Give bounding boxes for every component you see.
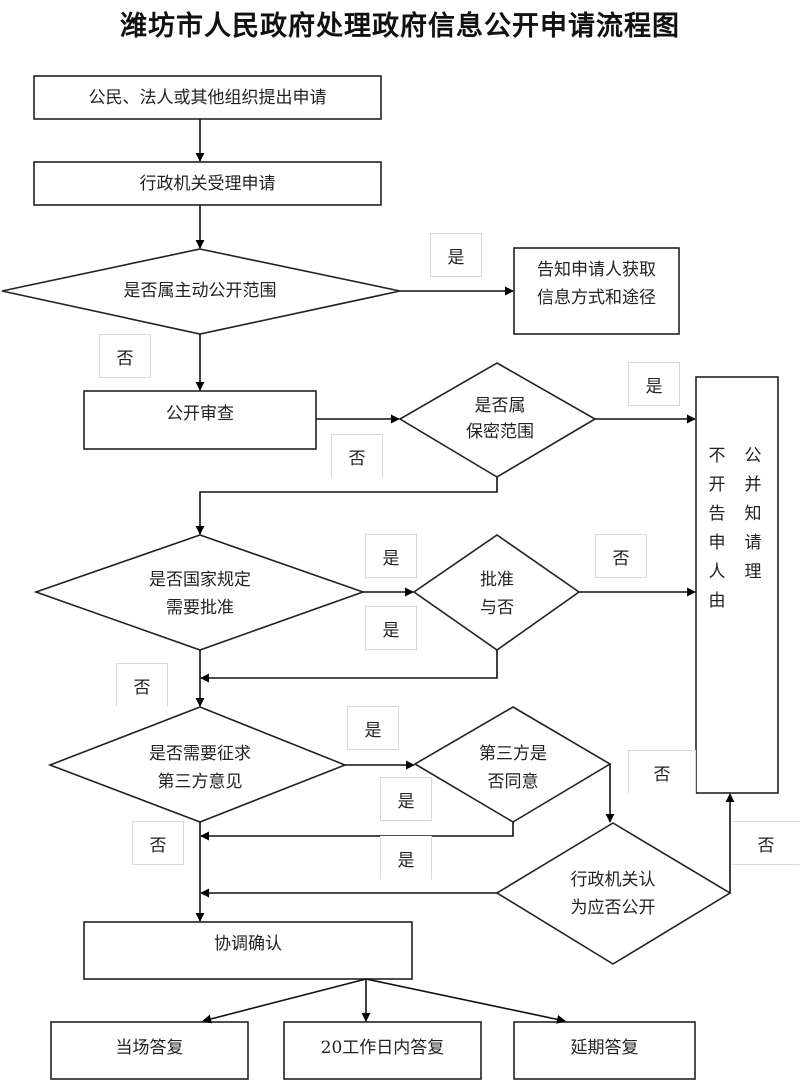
approved-label-line2: 与否: [480, 598, 514, 618]
inform-method-label-line1: 告知申请人获取: [537, 260, 656, 280]
edge-label-agree-yes: 是: [380, 777, 432, 821]
secret-scope-label-line1: 是否属: [474, 396, 526, 416]
refuse-char: 请: [744, 533, 762, 553]
edge-label-secret-yes: 是: [628, 362, 680, 406]
reply-now-label: 当场答复: [115, 1038, 184, 1058]
edge-label-agency-no: 否: [732, 821, 800, 865]
reply-now-box: [50, 1021, 249, 1080]
third-party-agree-label-line2: 否同意: [487, 772, 539, 792]
refuse-char: 由: [708, 591, 726, 611]
accept-label: 行政机关受理申请: [139, 174, 276, 194]
edge-label-agency-yes: 是: [380, 836, 432, 880]
refuse-char: 理: [744, 562, 762, 582]
agency-decide-diamond: [495, 822, 732, 965]
arrow-coordinate-reply-delay: [365, 978, 566, 1024]
reply-20days-label: 20工作日内答复: [320, 1038, 445, 1058]
edge-label-approval-no: 否: [116, 663, 168, 707]
need-approval-label-line2: 需要批准: [166, 598, 234, 618]
refuse-char: 知: [744, 504, 762, 524]
review-label: 公开审查: [166, 404, 234, 424]
coordinate-box: [83, 921, 413, 980]
refuse-char: 并: [744, 475, 762, 495]
refuse-char: 申: [708, 533, 726, 553]
coordinate-label: 协调确认: [214, 934, 282, 954]
arrow-secret-need-approval: [195, 477, 498, 535]
need-third-party-label-line1: 是否需要征求: [149, 744, 251, 764]
submit-label: 公民、法人或其他组织提出申请: [88, 88, 327, 108]
edge-label-third-party-no: 否: [132, 821, 184, 865]
reply-20days-box: [283, 1021, 482, 1080]
refuse-char: 告: [708, 504, 726, 524]
third-party-agree-label-line1: 第三方是: [479, 744, 547, 764]
inform-method-box: [513, 247, 680, 335]
refuse-char: 人: [708, 562, 726, 582]
edge-label-approved-no: 否: [595, 534, 647, 578]
secret-scope-label-line2: 保密范围: [466, 422, 534, 442]
edge-label-secret-no: 否: [331, 434, 383, 478]
review-box: [83, 390, 317, 450]
refuse-char: 开: [708, 475, 726, 495]
agency-decide-label-line1: 行政机关认: [570, 870, 656, 890]
refuse-char: 不: [708, 446, 726, 466]
agency-decide-label-line2: 为应否公开: [570, 898, 656, 918]
refuse-box: [695, 376, 779, 794]
refuse-label-right-column: 公 并 知 请 理: [742, 442, 764, 587]
submit-box: [33, 75, 382, 120]
refuse-label-left-column: 不 开 告 申 人 由: [706, 442, 728, 616]
reply-delay-box: [513, 1021, 696, 1080]
inform-method-label-line2: 信息方式和途径: [537, 288, 656, 308]
edge-label-approval-yes-top: 是: [365, 534, 417, 578]
edge-label-agree-no: 否: [628, 750, 696, 794]
page-title: 潍坊市人民政府处理政府信息公开申请流程图: [120, 11, 680, 42]
edge-label-proactive-no: 否: [99, 334, 151, 378]
arrow-coordinate-reply-now: [202, 978, 367, 1024]
arrow-approved-back: [200, 650, 498, 683]
edge-label-third-party-yes: 是: [347, 706, 399, 750]
need-approval-label-line1: 是否国家规定: [149, 570, 251, 590]
approved-label-line1: 批准: [480, 570, 514, 590]
edge-label-approval-yes-bottom: 是: [365, 606, 417, 650]
arrow-agree-back: [200, 822, 514, 841]
need-third-party-label-line2: 第三方意见: [157, 772, 243, 792]
accept-box: [33, 161, 382, 206]
edge-label-proactive-yes: 是: [430, 233, 482, 277]
proactive-scope-label: 是否属主动公开范围: [123, 281, 277, 301]
reply-delay-label: 延期答复: [570, 1038, 639, 1058]
refuse-char: 公: [744, 446, 762, 466]
